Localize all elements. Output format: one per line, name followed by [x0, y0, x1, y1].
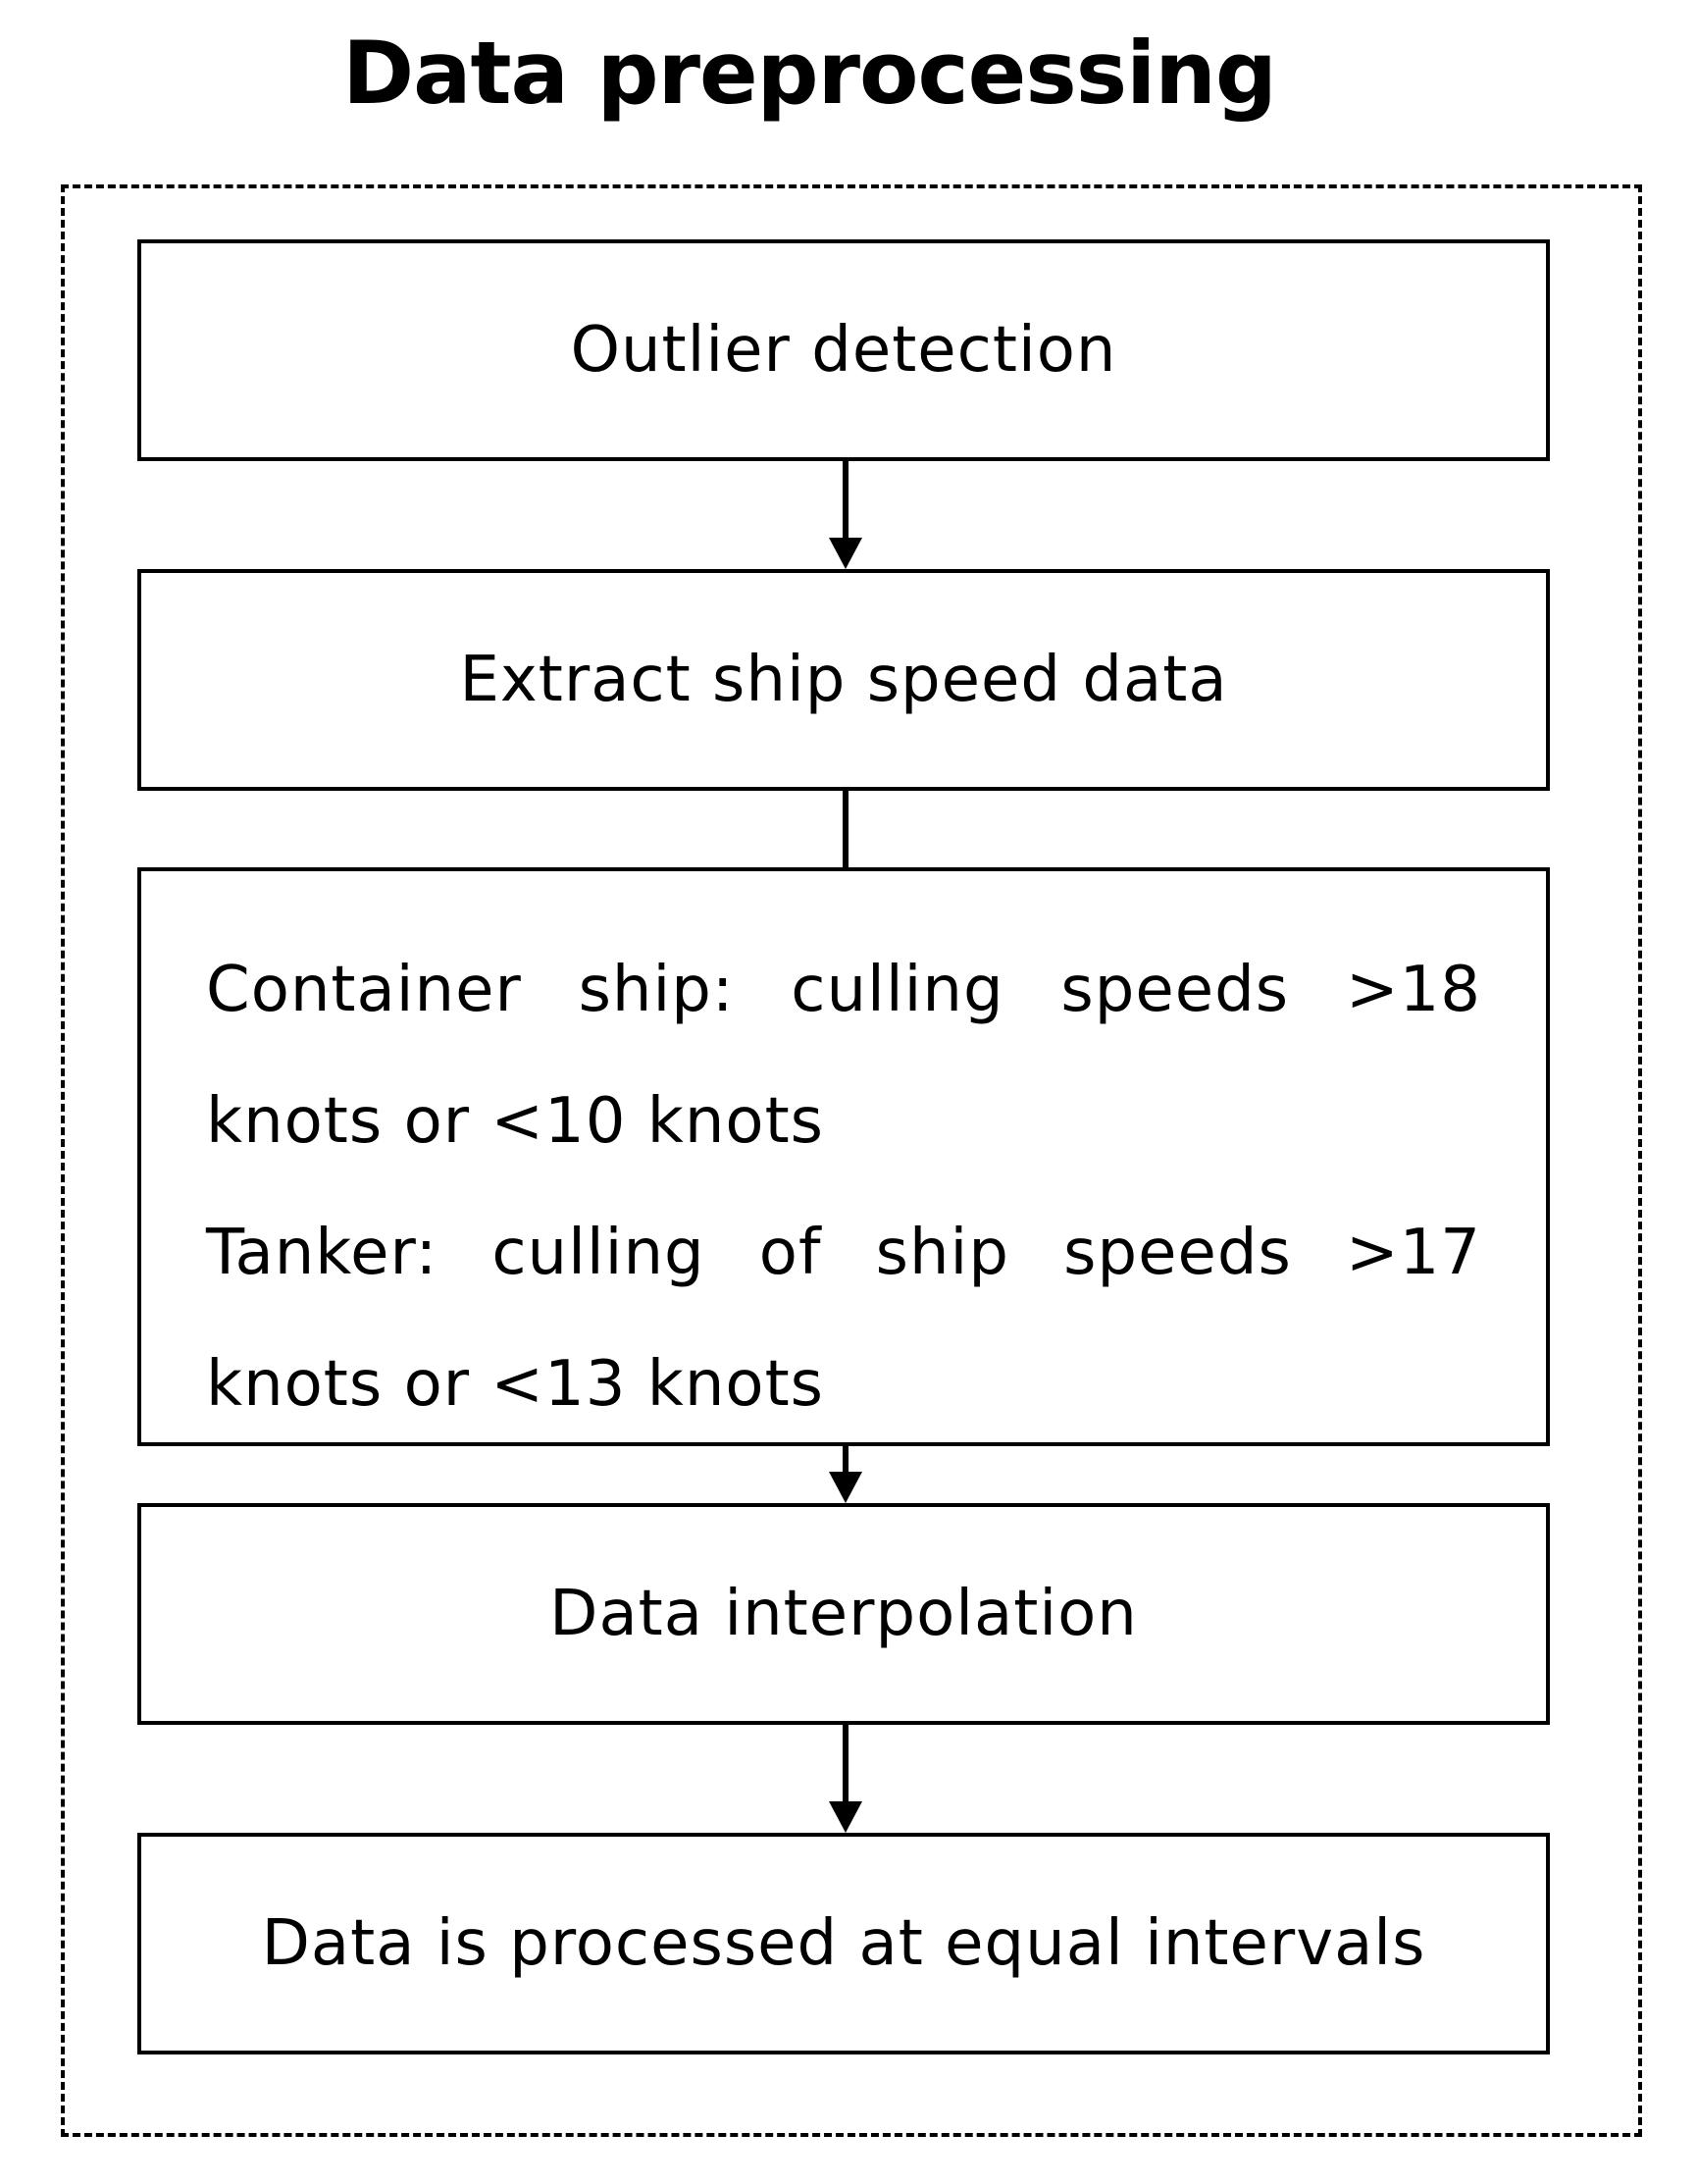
step-equal-intervals-label: Data is processed at equal intervals: [261, 1907, 1426, 1980]
diagram-title: Data preprocessing: [342, 23, 1277, 124]
step-data-interpolation-label: Data interpolation: [549, 1578, 1138, 1650]
arrowhead-interpolation-to-intervals: [829, 1801, 862, 1833]
step-culling-rules: Container ship: culling speeds >18 knots…: [137, 867, 1550, 1446]
arrowhead-outlier-to-extract: [829, 538, 862, 569]
step-outlier-detection: Outlier detection: [137, 239, 1550, 461]
culling-rule-tanker: Tanker: culling of ship speeds >17 knots…: [206, 1187, 1481, 1450]
step-data-interpolation: Data interpolation: [137, 1503, 1550, 1725]
step-equal-intervals: Data is processed at equal intervals: [137, 1833, 1550, 2054]
culling-rule-tanker-line-1: Tanker: culling of ship speeds >17: [206, 1217, 1481, 1289]
step-extract-ship-speed: Extract ship speed data: [137, 569, 1550, 791]
culling-rule-container-line-1: Container ship: culling speeds >18: [206, 954, 1481, 1026]
step-outlier-detection-label: Outlier detection: [570, 314, 1117, 387]
step-extract-ship-speed-label: Extract ship speed data: [459, 644, 1228, 716]
culling-rule-container: Container ship: culling speeds >18 knots…: [206, 924, 1481, 1187]
arrowhead-culling-to-interpolation: [829, 1472, 862, 1503]
culling-rule-tanker-line-2: knots or <13 knots: [206, 1348, 824, 1421]
culling-rule-container-line-2: knots or <10 knots: [206, 1085, 824, 1158]
preprocessing-group-frame: [61, 184, 1642, 2137]
